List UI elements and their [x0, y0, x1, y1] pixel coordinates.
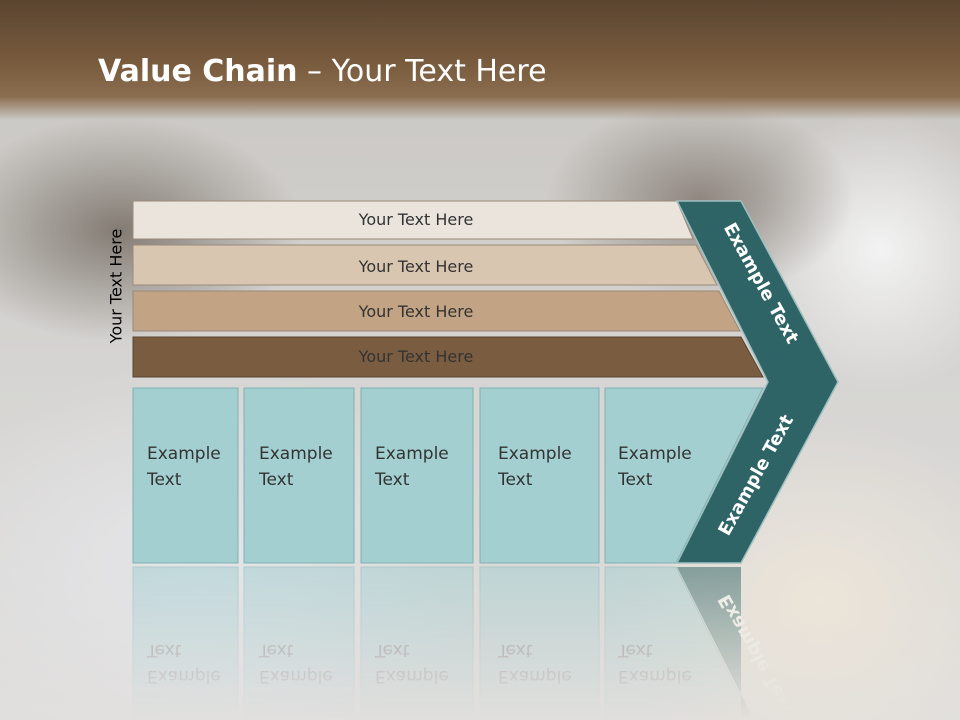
bar-1: Your Text Here	[132, 200, 694, 240]
title-bar	[0, 0, 960, 120]
box-3-line1-reflection: Example	[375, 666, 449, 686]
box-4-reflection	[479, 566, 600, 720]
box-1-line2: Text	[146, 470, 182, 490]
box-3-line1: Example	[375, 444, 449, 464]
box-5-line2: Text	[617, 470, 653, 490]
bar-3-shape	[132, 290, 741, 332]
box-4: Example Text	[479, 387, 600, 564]
box-5: Example Text	[604, 387, 764, 564]
bar-3: Your Text Here	[132, 290, 741, 332]
box-2: Example Text	[243, 387, 355, 564]
chevron-reflection	[677, 567, 754, 720]
box-4-line1-reflection: Example	[498, 666, 572, 686]
box-5-line1: Example	[618, 444, 692, 464]
box-5-shape	[604, 387, 764, 564]
box-4-line2: Text	[497, 470, 533, 490]
box-1-line1-reflection: Example	[147, 666, 221, 686]
box-4-line1: Example	[498, 444, 572, 464]
box-1-line1: Example	[147, 444, 221, 464]
box-2-line1: Example	[259, 444, 333, 464]
box-3: Example Text	[360, 387, 474, 564]
box-4-line2-reflection: Text	[497, 640, 533, 660]
bar-3-label: Your Text Here	[358, 302, 474, 321]
box-5-line1-reflection: Example	[618, 666, 692, 686]
box-2-line2-reflection: Text	[258, 640, 294, 660]
slide-title-rest: – Your Text Here	[297, 54, 547, 89]
bar-2-shape	[132, 244, 718, 286]
bar-4-shape	[132, 336, 764, 378]
box-1-reflection	[132, 566, 239, 720]
box-2-reflection	[243, 566, 355, 720]
box-5-reflection	[604, 566, 753, 720]
bar-4-label: Your Text Here	[358, 347, 474, 366]
box-2-line2: Text	[258, 470, 294, 490]
bar-1-label: Your Text Here	[358, 210, 474, 229]
box-5-line2-reflection: Text	[617, 640, 653, 660]
slide-title: Value Chain – Your Text Here	[98, 54, 547, 89]
box-3-line2: Text	[374, 470, 410, 490]
box-3-line2-reflection: Text	[374, 640, 410, 660]
box-2-line1-reflection: Example	[259, 666, 333, 686]
bar-2-label: Your Text Here	[358, 257, 474, 276]
box-1-shape	[132, 387, 239, 564]
box-4-shape	[479, 387, 600, 564]
bar-4: Your Text Here	[132, 336, 764, 378]
box-3-reflection	[360, 566, 474, 720]
box-2-shape	[243, 387, 355, 564]
box-3-shape	[360, 387, 474, 564]
chevron-shape	[675, 200, 839, 564]
bar-1-shape	[132, 200, 694, 240]
slide-title-bold: Value Chain	[98, 54, 298, 89]
box-1: Example Text	[132, 387, 239, 564]
reflection: Example Text Example Text Example Text E…	[132, 566, 798, 720]
bar-2: Your Text Here	[132, 244, 718, 286]
box-1-line2-reflection: Text	[146, 640, 182, 660]
